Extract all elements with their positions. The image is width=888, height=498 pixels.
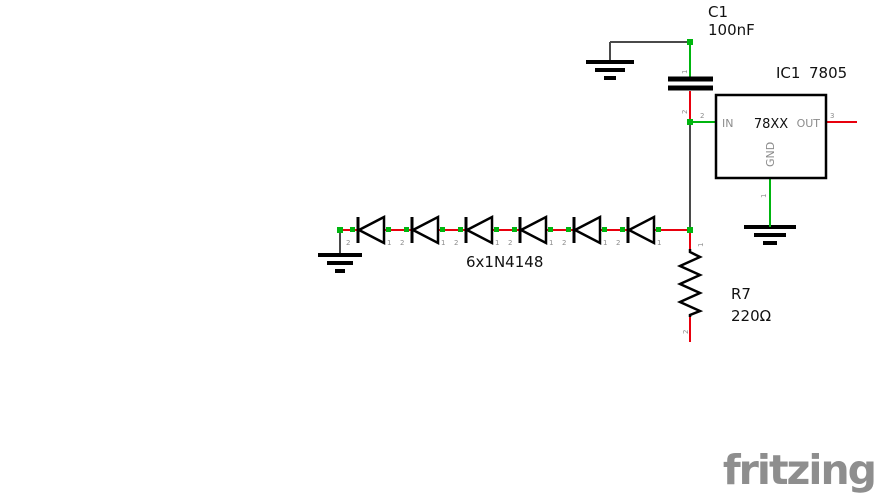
junction-cap-top: [687, 39, 693, 45]
ic-pin-gnd-label: GND: [764, 142, 777, 167]
capacitor-pin2-number: 2: [681, 110, 689, 114]
junction-chain-left: [337, 227, 343, 233]
ground-symbol-top: [586, 60, 634, 80]
ic-designator: IC1: [776, 64, 800, 82]
diode-3-pin-right-number: 1: [495, 239, 499, 247]
diode-4-pin-right-number: 1: [549, 239, 553, 247]
diode-4: 2 1: [508, 214, 553, 247]
diode-chain-label: 6x1N4148: [466, 253, 543, 271]
diode-3: 2 1: [454, 214, 499, 247]
diode-2-pin-left-number: 2: [400, 239, 404, 247]
diode-2-pin-right-number: 1: [441, 239, 445, 247]
diode-4-triangle: [518, 214, 548, 246]
diode-2-triangle: [410, 214, 440, 246]
diode-5-right-junction: [602, 227, 607, 232]
resistor-r7: 1 2 R7 220Ω: [676, 230, 771, 342]
diode-1-triangle: [356, 214, 386, 246]
capacitor-c1: 1 2 C1 100nF: [668, 3, 755, 122]
ground-symbol-ic: [744, 225, 796, 245]
ic-body: [714, 93, 828, 180]
wires: [339, 41, 691, 254]
diode-2-left-junction: [404, 227, 409, 232]
diode-4-left-junction: [512, 227, 517, 232]
diode-5: 2 1: [562, 214, 607, 247]
ic-pin-out-number: 3: [830, 112, 834, 120]
ic-pin-out-label: OUT: [797, 117, 821, 130]
diode-5-left-junction: [566, 227, 571, 232]
diode-5-pin-left-number: 2: [562, 239, 566, 247]
capacitor-pin1-number: 1: [681, 70, 689, 74]
junction-ic-in: [687, 119, 693, 125]
ic-pin-in-number: 2: [700, 112, 704, 120]
resistor-value: 220Ω: [731, 307, 771, 325]
diode-2: 2 1: [400, 214, 445, 247]
diode-chain: 2 1 2 1 2 1 2 1: [346, 214, 661, 271]
resistor-designator: R7: [731, 285, 751, 303]
diode-4-pin-left-number: 2: [508, 239, 512, 247]
capacitor-designator: C1: [708, 3, 728, 21]
junction-diode-resistor: [687, 227, 693, 233]
diode-6-pin-left-number: 2: [616, 239, 620, 247]
diode-2-right-junction: [440, 227, 445, 232]
resistor-pin2-number: 2: [682, 330, 690, 334]
ic-part-number: 7805: [809, 64, 847, 82]
diode-5-triangle: [572, 214, 602, 246]
diode-1-left-junction: [350, 227, 355, 232]
diode-3-right-junction: [494, 227, 499, 232]
diode-1-pin-left-number: 2: [346, 239, 350, 247]
diode-6-triangle: [626, 214, 656, 246]
diode-6: 2 1: [616, 214, 661, 247]
diode-6-pin-right-number: 1: [657, 239, 661, 247]
resistor-pin1-number: 1: [697, 243, 705, 247]
ic-pin-in-label: IN: [722, 117, 733, 130]
capacitor-value: 100nF: [708, 21, 755, 39]
ic-pin-gnd-number: 1: [760, 194, 768, 198]
resistor-zigzag: [676, 249, 704, 317]
diode-1-right-junction: [386, 227, 391, 232]
voltage-regulator-ic1: IN OUT GND 78XX 2 3 1 IC1 7805: [690, 64, 857, 227]
ic-body-label: 78XX: [754, 117, 788, 132]
junction-dots: [337, 39, 693, 233]
diode-3-triangle: [464, 214, 494, 246]
diode-3-left-junction: [458, 227, 463, 232]
diode-4-right-junction: [548, 227, 553, 232]
ground-symbol-left: [318, 253, 362, 273]
diode-6-right-junction: [656, 227, 661, 232]
diode-6-left-junction: [620, 227, 625, 232]
diode-5-pin-right-number: 1: [603, 239, 607, 247]
fritzing-watermark: fritzing: [722, 446, 877, 494]
diode-3-pin-left-number: 2: [454, 239, 458, 247]
diode-1-pin-right-number: 1: [387, 239, 391, 247]
diode-1: 2 1: [346, 214, 391, 247]
